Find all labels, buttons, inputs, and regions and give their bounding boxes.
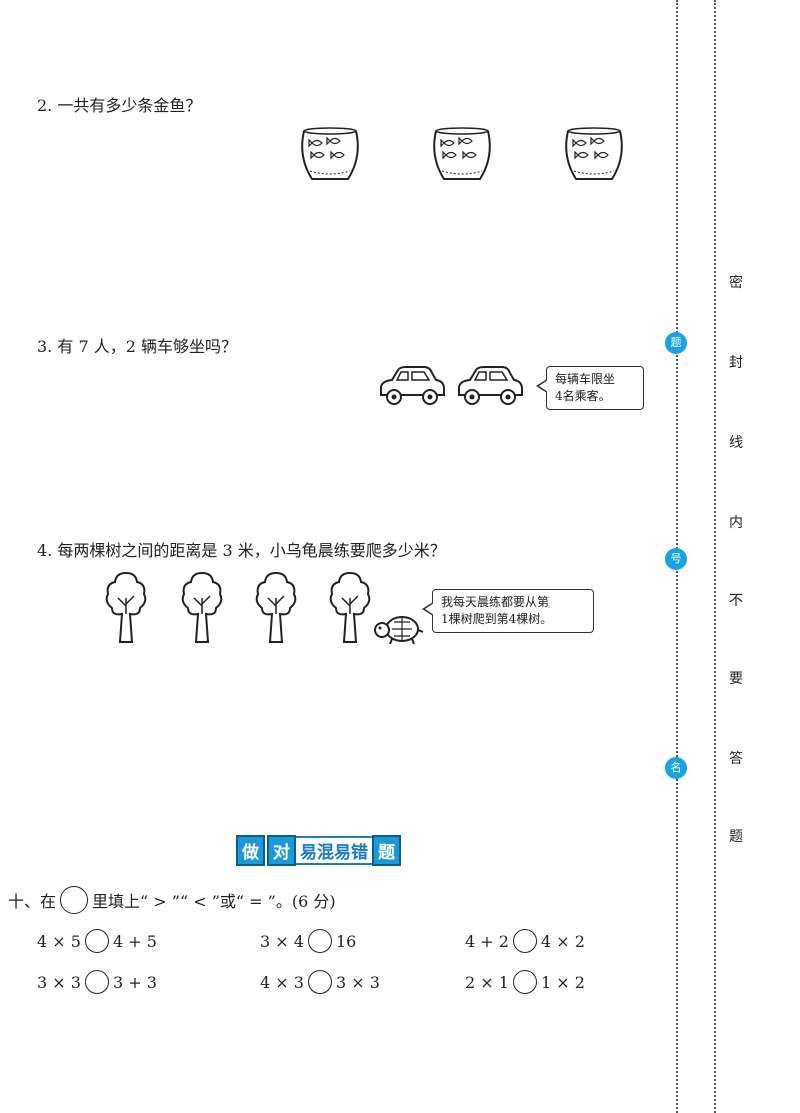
tree-icon — [255, 571, 297, 643]
banner-part4: 题 — [372, 834, 401, 866]
comparison-right: 16 — [335, 931, 357, 951]
turtle-bubble-line2: 1棵树爬到第4棵树。 — [441, 612, 553, 626]
car-speech-bubble: 每辆车限坐 4名乘客。 — [536, 366, 644, 410]
car-icon — [380, 366, 445, 405]
question-2: 2. 一共有多少条金鱼？ — [37, 96, 202, 115]
seal-line-char: 内 — [729, 515, 743, 531]
fishbowl-icon — [301, 127, 359, 180]
tree-icon — [105, 571, 147, 643]
comparison-item: 2 × 1 1 × 2 — [465, 968, 585, 996]
turtle-bubble-line1: 我每天晨练都要从第 — [441, 595, 550, 609]
comparison-left: 2 × 1 — [465, 972, 509, 992]
comparison-left: 4 × 5 — [37, 931, 81, 951]
banner-part1: 做 — [236, 834, 265, 866]
comparison-right: 4 + 5 — [112, 931, 157, 951]
fishbowl-icon — [433, 127, 491, 180]
car-icon — [458, 366, 523, 405]
banner-part2: 对 — [267, 834, 296, 866]
seal-line-char: 密 — [729, 275, 743, 291]
comparison-item: 4 × 3 3 × 3 — [260, 968, 380, 996]
seal-line-char: 不 — [729, 593, 743, 609]
answer-circle[interactable] — [512, 970, 537, 994]
compare-circle-sample — [60, 886, 89, 914]
answer-circle[interactable] — [84, 970, 109, 994]
comparison-item: 3 × 3 3 + 3 — [37, 968, 157, 996]
tree-icon — [181, 571, 223, 643]
section-10-suffix: 里填上“ > ”“ < ”或“ = ”。(6 分) — [92, 892, 336, 911]
side-marker: 号 — [665, 548, 687, 570]
turtle-icon — [374, 616, 424, 645]
section-10-prefix: 十、在 — [8, 892, 57, 911]
answer-circle[interactable] — [307, 970, 332, 994]
answer-circle[interactable] — [84, 929, 109, 953]
seal-line-char: 题 — [729, 829, 743, 845]
comparison-item: 4 × 5 4 + 5 — [37, 927, 157, 955]
tree-icon — [329, 571, 371, 643]
comparison-right: 4 × 2 — [540, 931, 585, 951]
seal-line-char: 封 — [729, 355, 743, 371]
car-bubble-line2: 4名乘客。 — [555, 389, 611, 403]
comparison-left: 4 × 3 — [260, 972, 304, 992]
comparison-right: 3 + 3 — [112, 972, 157, 992]
seal-line-char: 要 — [729, 671, 743, 687]
car-bubble-line1: 每辆车限坐 — [555, 372, 616, 386]
question-4: 4. 每两棵树之间的距离是 3 米，小乌龟晨练要爬多少米？ — [37, 541, 446, 560]
turtle-speech-bubble: 我每天晨练都要从第 1棵树爬到第4棵树。 — [422, 589, 594, 633]
fishbowl-icon — [565, 127, 623, 180]
side-marker: 名 — [665, 757, 687, 779]
answer-circle[interactable] — [512, 929, 537, 953]
seal-line-char: 线 — [729, 435, 743, 451]
question-3: 3. 有 7 人，2 辆车够坐吗？ — [37, 337, 237, 356]
comparison-left: 3 × 4 — [260, 931, 304, 951]
answer-circle[interactable] — [307, 929, 332, 953]
comparison-left: 4 + 2 — [465, 931, 509, 951]
comparison-right: 1 × 2 — [540, 972, 585, 992]
comparison-item: 4 + 2 4 × 2 — [465, 927, 585, 955]
section-10-instruction: 十、在 里填上“ > ”“ < ”或“ = ”。(6 分) — [8, 885, 336, 915]
banner-part3: 易混易错 — [296, 835, 372, 865]
side-marker: 题 — [665, 332, 687, 354]
comparison-right: 3 × 3 — [335, 972, 380, 992]
comparison-left: 3 × 3 — [37, 972, 81, 992]
section-banner: 做 对 易混易错 题 — [236, 833, 401, 867]
dotted-seal-line — [714, 0, 716, 1113]
seal-line-char: 答 — [729, 751, 743, 767]
comparison-item: 3 × 4 16 — [260, 927, 356, 955]
